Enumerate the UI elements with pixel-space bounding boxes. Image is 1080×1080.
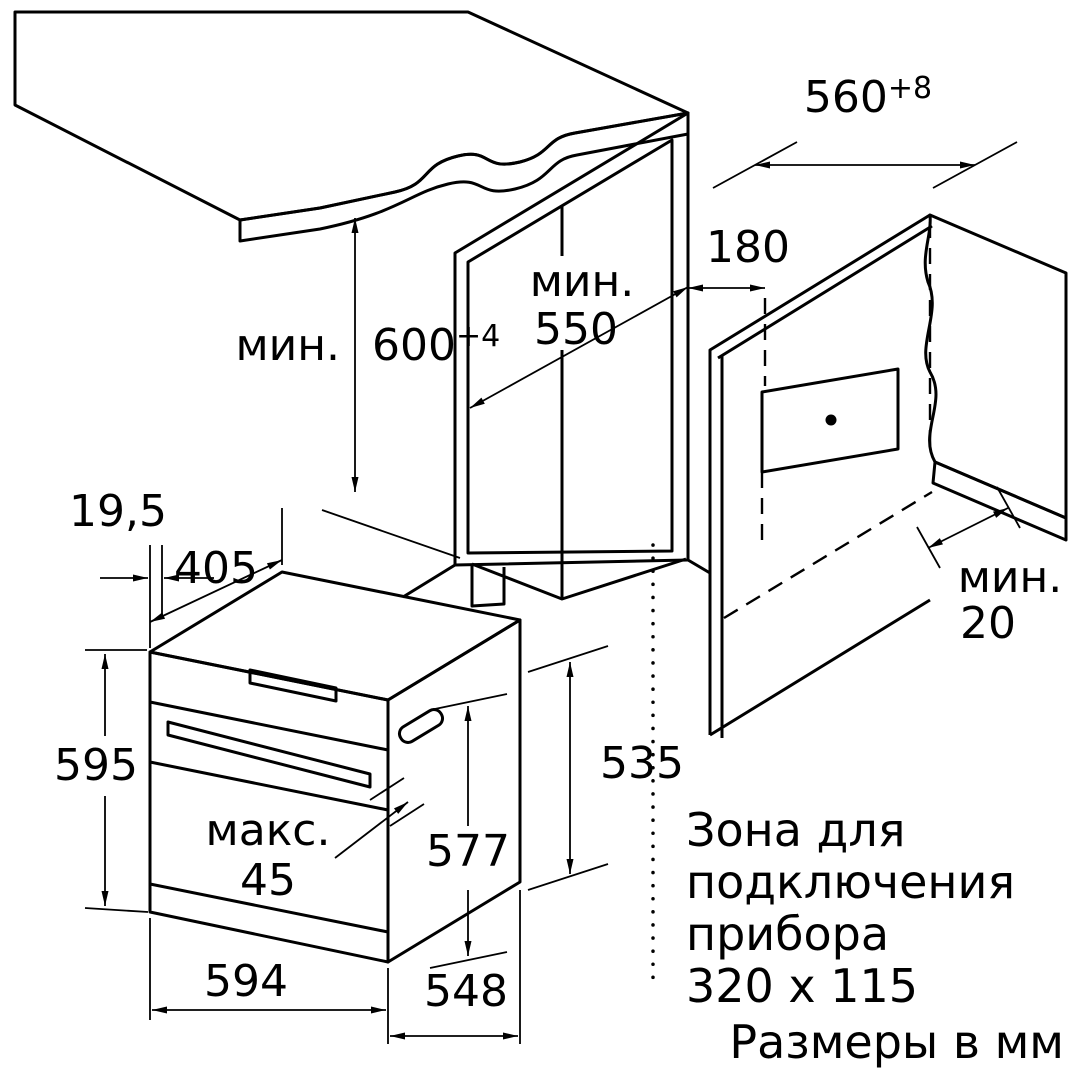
dim-ticks (429, 693, 508, 969)
left-worktop (13, 10, 690, 243)
dim-handle-depth: макс. 45 (206, 777, 425, 906)
dim-niche-width: 560+8 (712, 71, 1018, 189)
side-grip-recess (397, 708, 445, 744)
dim-extensions (149, 918, 389, 1044)
dim-label-handle-depth: 45 (240, 855, 296, 906)
dim-line (469, 286, 689, 409)
oven-display-window (248, 668, 338, 703)
oven (148, 570, 522, 964)
dim-label-oven-width: 594 (204, 956, 288, 1007)
dim-oven-depth: 548 (390, 890, 521, 1044)
niche-inner-frame (466, 138, 674, 555)
units-note: Размеры в мм (729, 1015, 1064, 1069)
oven-front-details (149, 700, 389, 934)
dim-line (927, 507, 1009, 549)
dim-label-panel-inset: 19,5 (69, 486, 167, 537)
right-cabinet (708, 213, 1068, 738)
oven-front-face (148, 650, 390, 964)
dim-label-niche-width: 560+8 (804, 71, 932, 123)
dim-niche-depth: мин. 550 (469, 256, 689, 409)
oven-side-face (386, 618, 522, 964)
dim-label-niche-height-prefix: мин. (235, 320, 340, 371)
dim-rear-gap: мин. 20 (916, 486, 1063, 649)
connection-point-dot (825, 414, 837, 426)
connection-zone-note: Зона для подключения прибора 320 x 115 (686, 803, 1015, 1013)
dim-label-oven-height: 595 (54, 740, 138, 791)
left-worktop-surface (13, 10, 690, 222)
dim-line (149, 559, 283, 623)
dim-niche-height: мин. 600+4 (235, 218, 500, 559)
dim-extensions (149, 545, 163, 648)
dim-label-oven-depth: 548 (424, 966, 508, 1017)
right-worktop-surface (923, 213, 1068, 520)
dim-ticks (527, 645, 609, 891)
oven-door-handle (166, 720, 372, 789)
left-worktop-edge-band (238, 111, 690, 243)
dim-oven-height: 595 (54, 649, 149, 913)
dim-label-rear-gap-prefix: мин. (958, 552, 1063, 603)
dim-body-height: 535 (527, 645, 684, 891)
dim-label-top-depth: 405 (174, 543, 258, 594)
leader-arrow (334, 801, 409, 859)
dim-top-depth: 405 (149, 508, 283, 623)
hidden-edges (723, 222, 933, 620)
zone-note-size: 320 x 115 (686, 959, 918, 1013)
dim-label-niche-height: 600+4 (372, 319, 500, 371)
dim-label-niche-depth-prefix: мин. (530, 256, 635, 307)
zone-note-line3: прибора (686, 907, 889, 961)
dim-zone-offset: 180 (688, 222, 790, 292)
dim-ticks (369, 777, 425, 827)
dim-extension (321, 509, 461, 559)
zone-note-line1: Зона для (686, 803, 905, 857)
dim-label-handle-depth-prefix: макс. (206, 805, 331, 856)
right-worktop-edge-band (931, 460, 1068, 542)
zone-note-line2: подключения (686, 855, 1015, 909)
dim-label-rear-gap: 20 (960, 598, 1016, 649)
connection-zone-hatched (760, 367, 900, 474)
right-cabinet-panel (708, 213, 933, 738)
dim-panel-inset: 19,5 (69, 486, 214, 648)
dim-ticks (712, 141, 1018, 189)
dim-label-front-height: 577 (426, 826, 510, 877)
dim-ticks (84, 649, 149, 913)
dim-label-body-height: 535 (600, 738, 684, 789)
dim-label-zone-offset: 180 (706, 222, 790, 273)
dim-label-niche-depth: 550 (534, 304, 618, 355)
dim-oven-width: 594 (149, 918, 389, 1044)
dim-front-height: 577 (426, 693, 510, 969)
